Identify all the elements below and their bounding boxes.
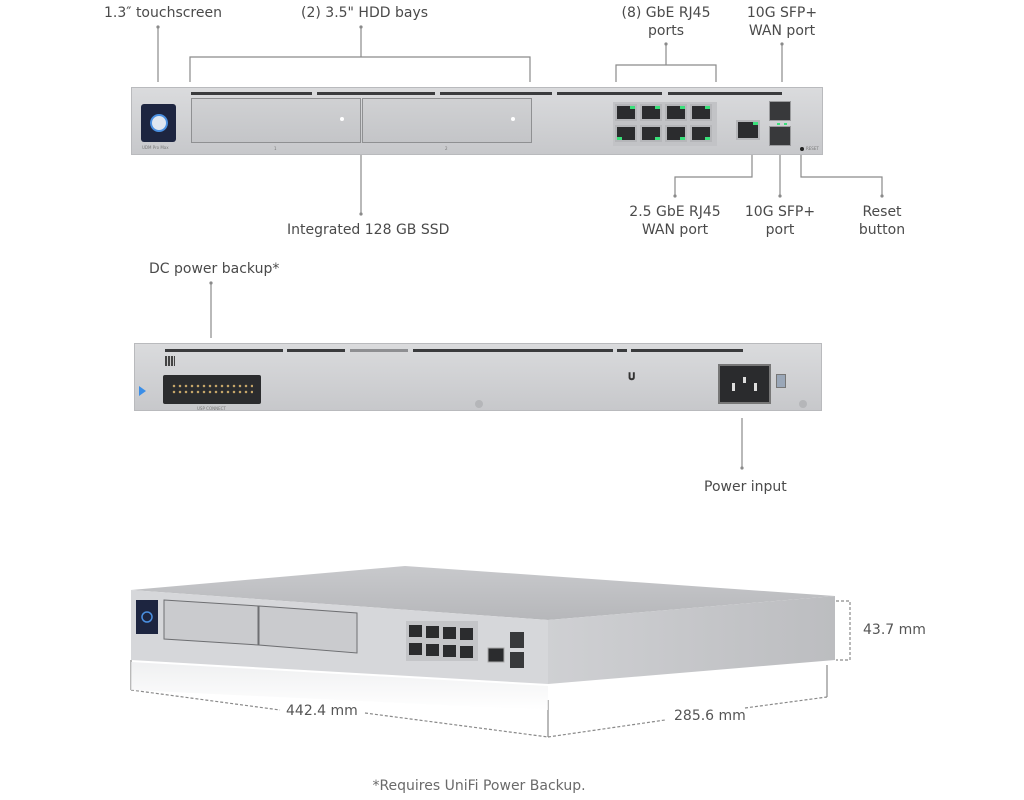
link-led-icon [655,137,660,140]
sfp-led-icon [784,123,787,125]
hdd-bay-2 [258,605,358,654]
screw-icon [475,400,483,408]
rj45-port-6[interactable] [640,125,662,142]
callout-hdd-bays: (2) 3.5" HDD bays [301,5,429,21]
callout-touchscreen: 1.3″ touchscreen [104,5,222,21]
link-led-icon [705,106,710,109]
vent [617,349,627,352]
link-led-icon [655,106,660,109]
logo-ring-icon [149,114,168,132]
rj45-wan-port [487,647,505,663]
vent [557,92,662,95]
rj45-port-3[interactable] [665,104,687,121]
link-led-icon [753,122,758,125]
ubiquiti-logo-icon: 𝐔 [628,372,636,383]
logo-ring-icon [141,611,153,623]
sfp-port[interactable] [769,126,791,146]
reset-label: RESET [806,146,819,151]
touchscreen[interactable] [141,104,176,142]
qr-code-icon [165,356,175,366]
touchscreen [136,600,158,634]
pin-icon [743,377,746,383]
rj45-port-1[interactable] [615,104,637,121]
rj45-port-7[interactable] [665,125,687,142]
connector-label: USP CONNECT [197,406,226,411]
hdd-bay-1[interactable] [191,98,361,143]
vent [668,92,782,95]
link-led-icon [630,106,635,109]
dimension-width: 442.4 mm [286,703,358,719]
sfp-wan-port [510,632,524,648]
reset-button[interactable] [800,147,804,151]
device-top-surface [131,566,835,620]
sfp-port [510,652,524,668]
vent [350,349,408,352]
floor-reflection [131,662,548,710]
callout-gbe-ports: (8) GbE RJ45 ports [621,5,711,39]
rear-panel: USP CONNECT 𝐔 [134,343,822,411]
link-led-icon [617,137,622,140]
pin-icon [732,383,735,391]
sfp-wan-port[interactable] [769,101,791,121]
bay-number: 1 [274,146,277,151]
link-led-icon [680,106,685,109]
dc-backup-connector[interactable] [163,375,261,404]
callout-sfp-wan: 10G SFP+ WAN port [746,5,818,39]
vent [413,349,613,352]
footnote: *Requires UniFi Power Backup. [372,778,586,794]
rj45-wan-port[interactable] [736,120,760,140]
gbe-port-block [613,102,717,146]
vent [191,92,312,95]
callout-rj45-wan: 2.5 GbE RJ45 WAN port [629,204,721,238]
callout-sfp-port: 10G SFP+ port [744,204,816,238]
vent [631,349,743,352]
bay-number: 2 [445,146,448,151]
rj45-port-block [406,621,478,661]
callout-ssd: Integrated 128 GB SSD [287,222,450,238]
dimension-depth: 285.6 mm [674,708,746,724]
link-led-icon [705,137,710,140]
connector-pins-icon [171,383,253,395]
sfp-led-icon [777,123,780,125]
rj45-port-8[interactable] [690,125,712,142]
pin-icon [754,383,757,391]
device-model-label: UDM Pro Max [142,145,169,150]
rj45-port-5[interactable] [615,125,637,142]
front-panel: UDM Pro Max 1 2 RESET [131,87,823,155]
ac-power-inlet[interactable] [718,364,771,404]
vent [317,92,435,95]
rj45-port-2[interactable] [640,104,662,121]
callout-reset: Reset button [858,204,906,238]
vent [165,349,283,352]
hdd-bay-2[interactable] [362,98,532,143]
rj45-port-4[interactable] [690,104,712,121]
vent [287,349,345,352]
ground-terminal-icon [776,374,786,388]
link-led-icon [680,137,685,140]
device-side-face [548,596,835,684]
bay-led-icon [511,117,515,121]
dimension-height: 43.7 mm [863,622,926,638]
status-led-icon [139,386,146,396]
screw-icon [799,400,807,408]
callout-dc-backup: DC power backup* [149,261,280,277]
callout-power-input: Power input [704,479,787,495]
bay-led-icon [340,117,344,121]
hdd-bay-1 [163,599,259,646]
vent [440,92,552,95]
